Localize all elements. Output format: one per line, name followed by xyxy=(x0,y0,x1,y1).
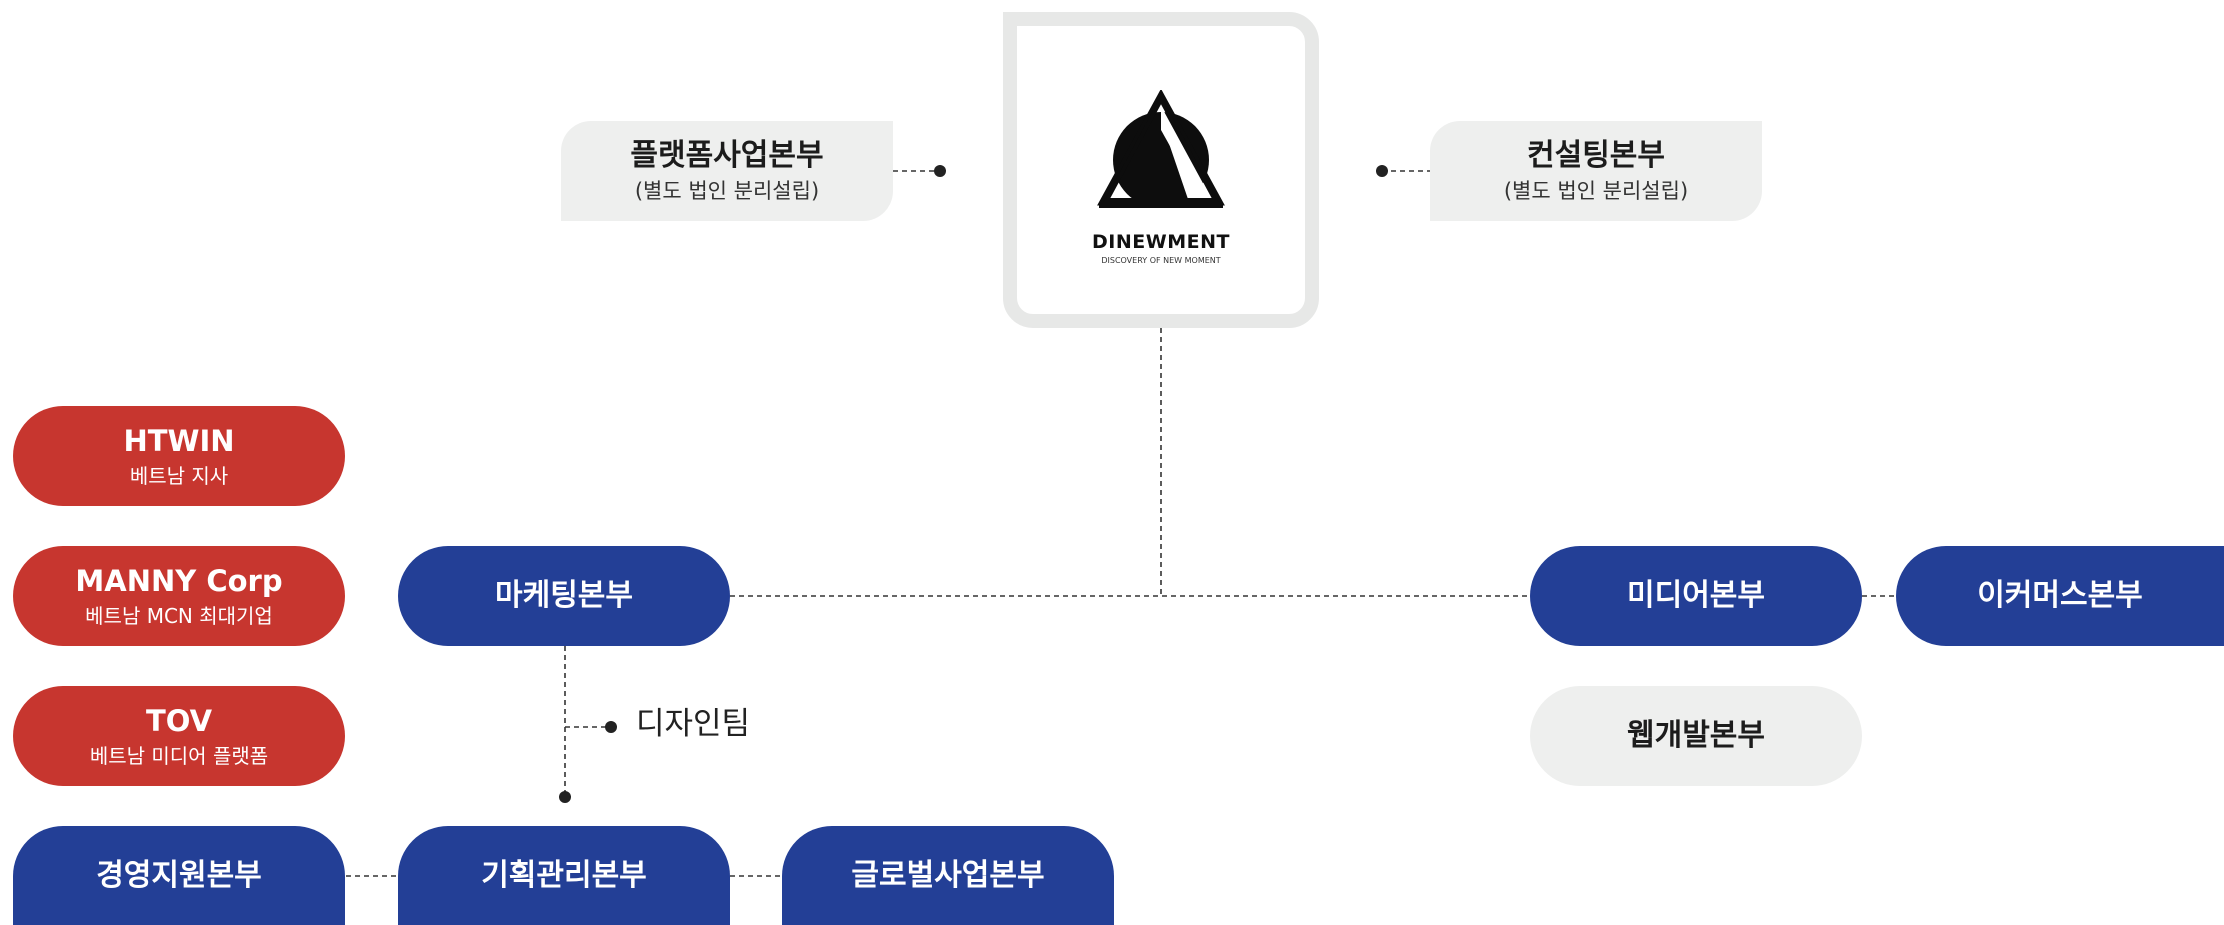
dinewment-logo-icon xyxy=(1097,90,1225,208)
connector-dot-right xyxy=(1376,165,1388,177)
subsidiary-subtitle: 베트남 지사 xyxy=(129,464,229,488)
subsidiary-subtitle: 베트남 MCN 최대기업 xyxy=(85,604,273,628)
division-global: 글로벌사업본부 xyxy=(782,826,1114,925)
consulting-division-subtitle: (별도 법인 분리설립) xyxy=(1503,179,1689,203)
subsidiary-title: HTWIN xyxy=(123,424,235,458)
division-label: 마케팅본부 xyxy=(495,578,633,613)
connector-dot-left xyxy=(934,165,946,177)
consulting-division-tag: 컨설팅본부 (별도 법인 분리설립) xyxy=(1430,121,1762,221)
connector-dot-planning xyxy=(559,791,571,803)
subsidiary-title: TOV xyxy=(145,704,213,738)
platform-division-tag: 플랫폼사업본부 (별도 법인 분리설립) xyxy=(561,121,893,221)
subsidiary-subtitle: 베트남 미디어 플랫폼 xyxy=(89,744,269,768)
division-label: 미디어본부 xyxy=(1627,578,1765,613)
subsidiary-htwin: HTWIN 베트남 지사 xyxy=(13,406,345,506)
subsidiary-tov: TOV 베트남 미디어 플랫폼 xyxy=(13,686,345,786)
division-label: 이커머스본부 xyxy=(1977,578,2143,613)
platform-division-title: 플랫폼사업본부 xyxy=(630,138,824,173)
consulting-division-title: 컨설팅본부 xyxy=(1527,138,1665,173)
division-label: 웹개발본부 xyxy=(1627,718,1765,753)
connector-dot-design xyxy=(605,721,617,733)
division-webdev: 웹개발본부 xyxy=(1530,686,1862,786)
subsidiary-manny-corp: MANNY Corp 베트남 MCN 최대기업 xyxy=(13,546,345,646)
division-label: 경영지원본부 xyxy=(96,857,262,893)
division-planning: 기획관리본부 xyxy=(398,826,730,925)
platform-division-subtitle: (별도 법인 분리설립) xyxy=(634,179,820,203)
division-media: 미디어본부 xyxy=(1530,546,1862,646)
division-ecommerce: 이커머스본부 xyxy=(1896,546,2224,646)
logo-tagline: DISCOVERY OF NEW MOMENT xyxy=(1101,256,1221,265)
subsidiary-title: MANNY Corp xyxy=(75,564,283,598)
logo-name: DINEWMENT xyxy=(1092,231,1230,253)
division-label: 글로벌사업본부 xyxy=(851,857,1045,893)
company-logo-box: DINEWMENT DISCOVERY OF NEW MOMENT xyxy=(1003,12,1319,328)
division-label: 기획관리본부 xyxy=(481,857,647,893)
division-management: 경영지원본부 xyxy=(13,826,345,925)
design-team-label: 디자인팀 xyxy=(636,706,751,742)
division-marketing: 마케팅본부 xyxy=(398,546,730,646)
